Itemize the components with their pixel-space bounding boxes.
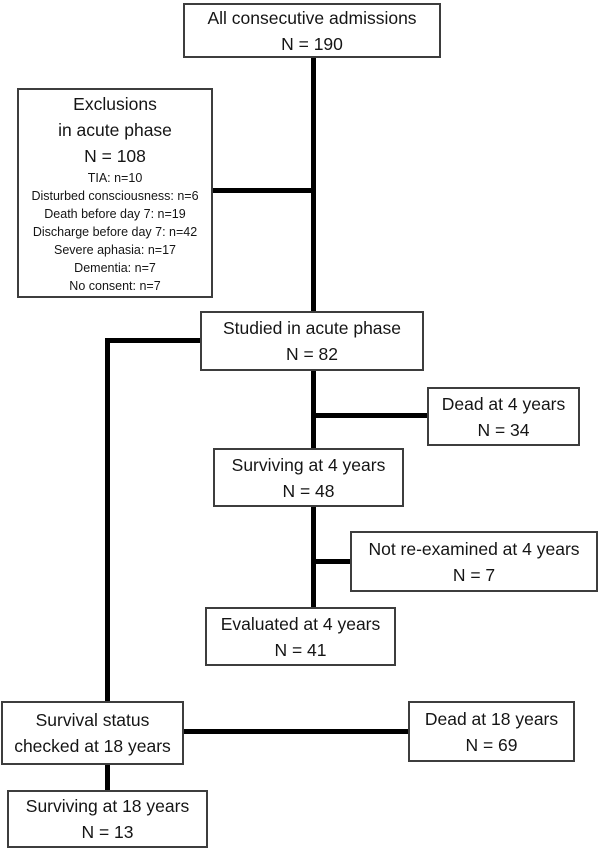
node-count: N = 108 bbox=[84, 146, 146, 166]
node-evaluated-at-4-years: Evaluated at 4 years N = 41 bbox=[205, 607, 396, 666]
node-all-consecutive-admissions: All consecutive admissions N = 190 bbox=[183, 3, 441, 58]
node-label: Dead at 4 years bbox=[441, 393, 566, 414]
exclusion-detail-tia: TIA: n=10 bbox=[87, 171, 143, 185]
connector-left-to-survival-status bbox=[105, 338, 110, 703]
node-count: N = 82 bbox=[285, 344, 339, 364]
node-label: in acute phase bbox=[58, 120, 172, 140]
node-count: N = 41 bbox=[274, 639, 327, 660]
node-count: N = 48 bbox=[282, 480, 335, 501]
node-label: Surviving at 4 years bbox=[231, 454, 386, 475]
connector-admissions-to-studied bbox=[311, 57, 316, 313]
node-dead-at-18-years: Dead at 18 years N = 69 bbox=[408, 701, 575, 762]
node-count: N = 7 bbox=[452, 564, 496, 585]
node-label: Evaluated at 4 years bbox=[220, 613, 381, 634]
connector-branch-dead18 bbox=[184, 729, 408, 734]
node-studied-in-acute-phase: Studied in acute phase N = 82 bbox=[200, 311, 424, 371]
node-dead-at-4-years: Dead at 4 years N = 34 bbox=[427, 387, 580, 446]
node-surviving-at-4-years: Surviving at 4 years N = 48 bbox=[213, 448, 404, 507]
node-label: Survival status bbox=[35, 710, 150, 730]
connector-studied-branch-left bbox=[105, 338, 202, 343]
connector-branch-exclusions bbox=[212, 188, 314, 193]
node-label: All consecutive admissions bbox=[207, 7, 417, 28]
node-count: N = 34 bbox=[477, 419, 530, 440]
exclusion-detail-disturbed-consciousness: Disturbed consciousness: n=6 bbox=[31, 189, 199, 203]
connector-branch-not-reexamined bbox=[313, 559, 350, 564]
node-count: N = 69 bbox=[465, 734, 518, 755]
node-label: Dead at 18 years bbox=[424, 708, 559, 729]
node-label: Not re-examined at 4 years bbox=[368, 538, 580, 559]
connector-survival-status-to-surviving18 bbox=[105, 763, 110, 792]
node-label: Exclusions bbox=[73, 94, 157, 114]
node-count: N = 13 bbox=[81, 822, 134, 842]
connector-branch-dead4 bbox=[313, 413, 427, 418]
node-label: Surviving at 18 years bbox=[25, 796, 190, 816]
node-surviving-at-18-years: Surviving at 18 years N = 13 bbox=[7, 790, 208, 848]
node-label: checked at 18 years bbox=[14, 736, 171, 756]
node-count: N = 190 bbox=[281, 33, 343, 54]
node-exclusions-acute-phase: Exclusions in acute phase N = 108 TIA: n… bbox=[17, 88, 213, 298]
node-label: Studied in acute phase bbox=[222, 318, 402, 338]
exclusion-detail-no-consent: No consent: n=7 bbox=[69, 279, 161, 293]
exclusion-detail-dementia: Dementia: n=7 bbox=[74, 261, 156, 275]
node-not-reexamined-at-4-years: Not re-examined at 4 years N = 7 bbox=[350, 531, 598, 592]
connector-studied-to-surviving4 bbox=[311, 369, 316, 450]
connector-surviving4-to-evaluated4 bbox=[311, 505, 316, 609]
exclusion-detail-death-before-day7: Death before day 7: n=19 bbox=[44, 207, 186, 221]
exclusion-detail-severe-aphasia: Severe aphasia: n=17 bbox=[54, 243, 176, 257]
exclusion-detail-discharge-before-day7: Discharge before day 7: n=42 bbox=[32, 225, 198, 239]
node-survival-status-checked-18-years: Survival status checked at 18 years bbox=[1, 701, 184, 765]
